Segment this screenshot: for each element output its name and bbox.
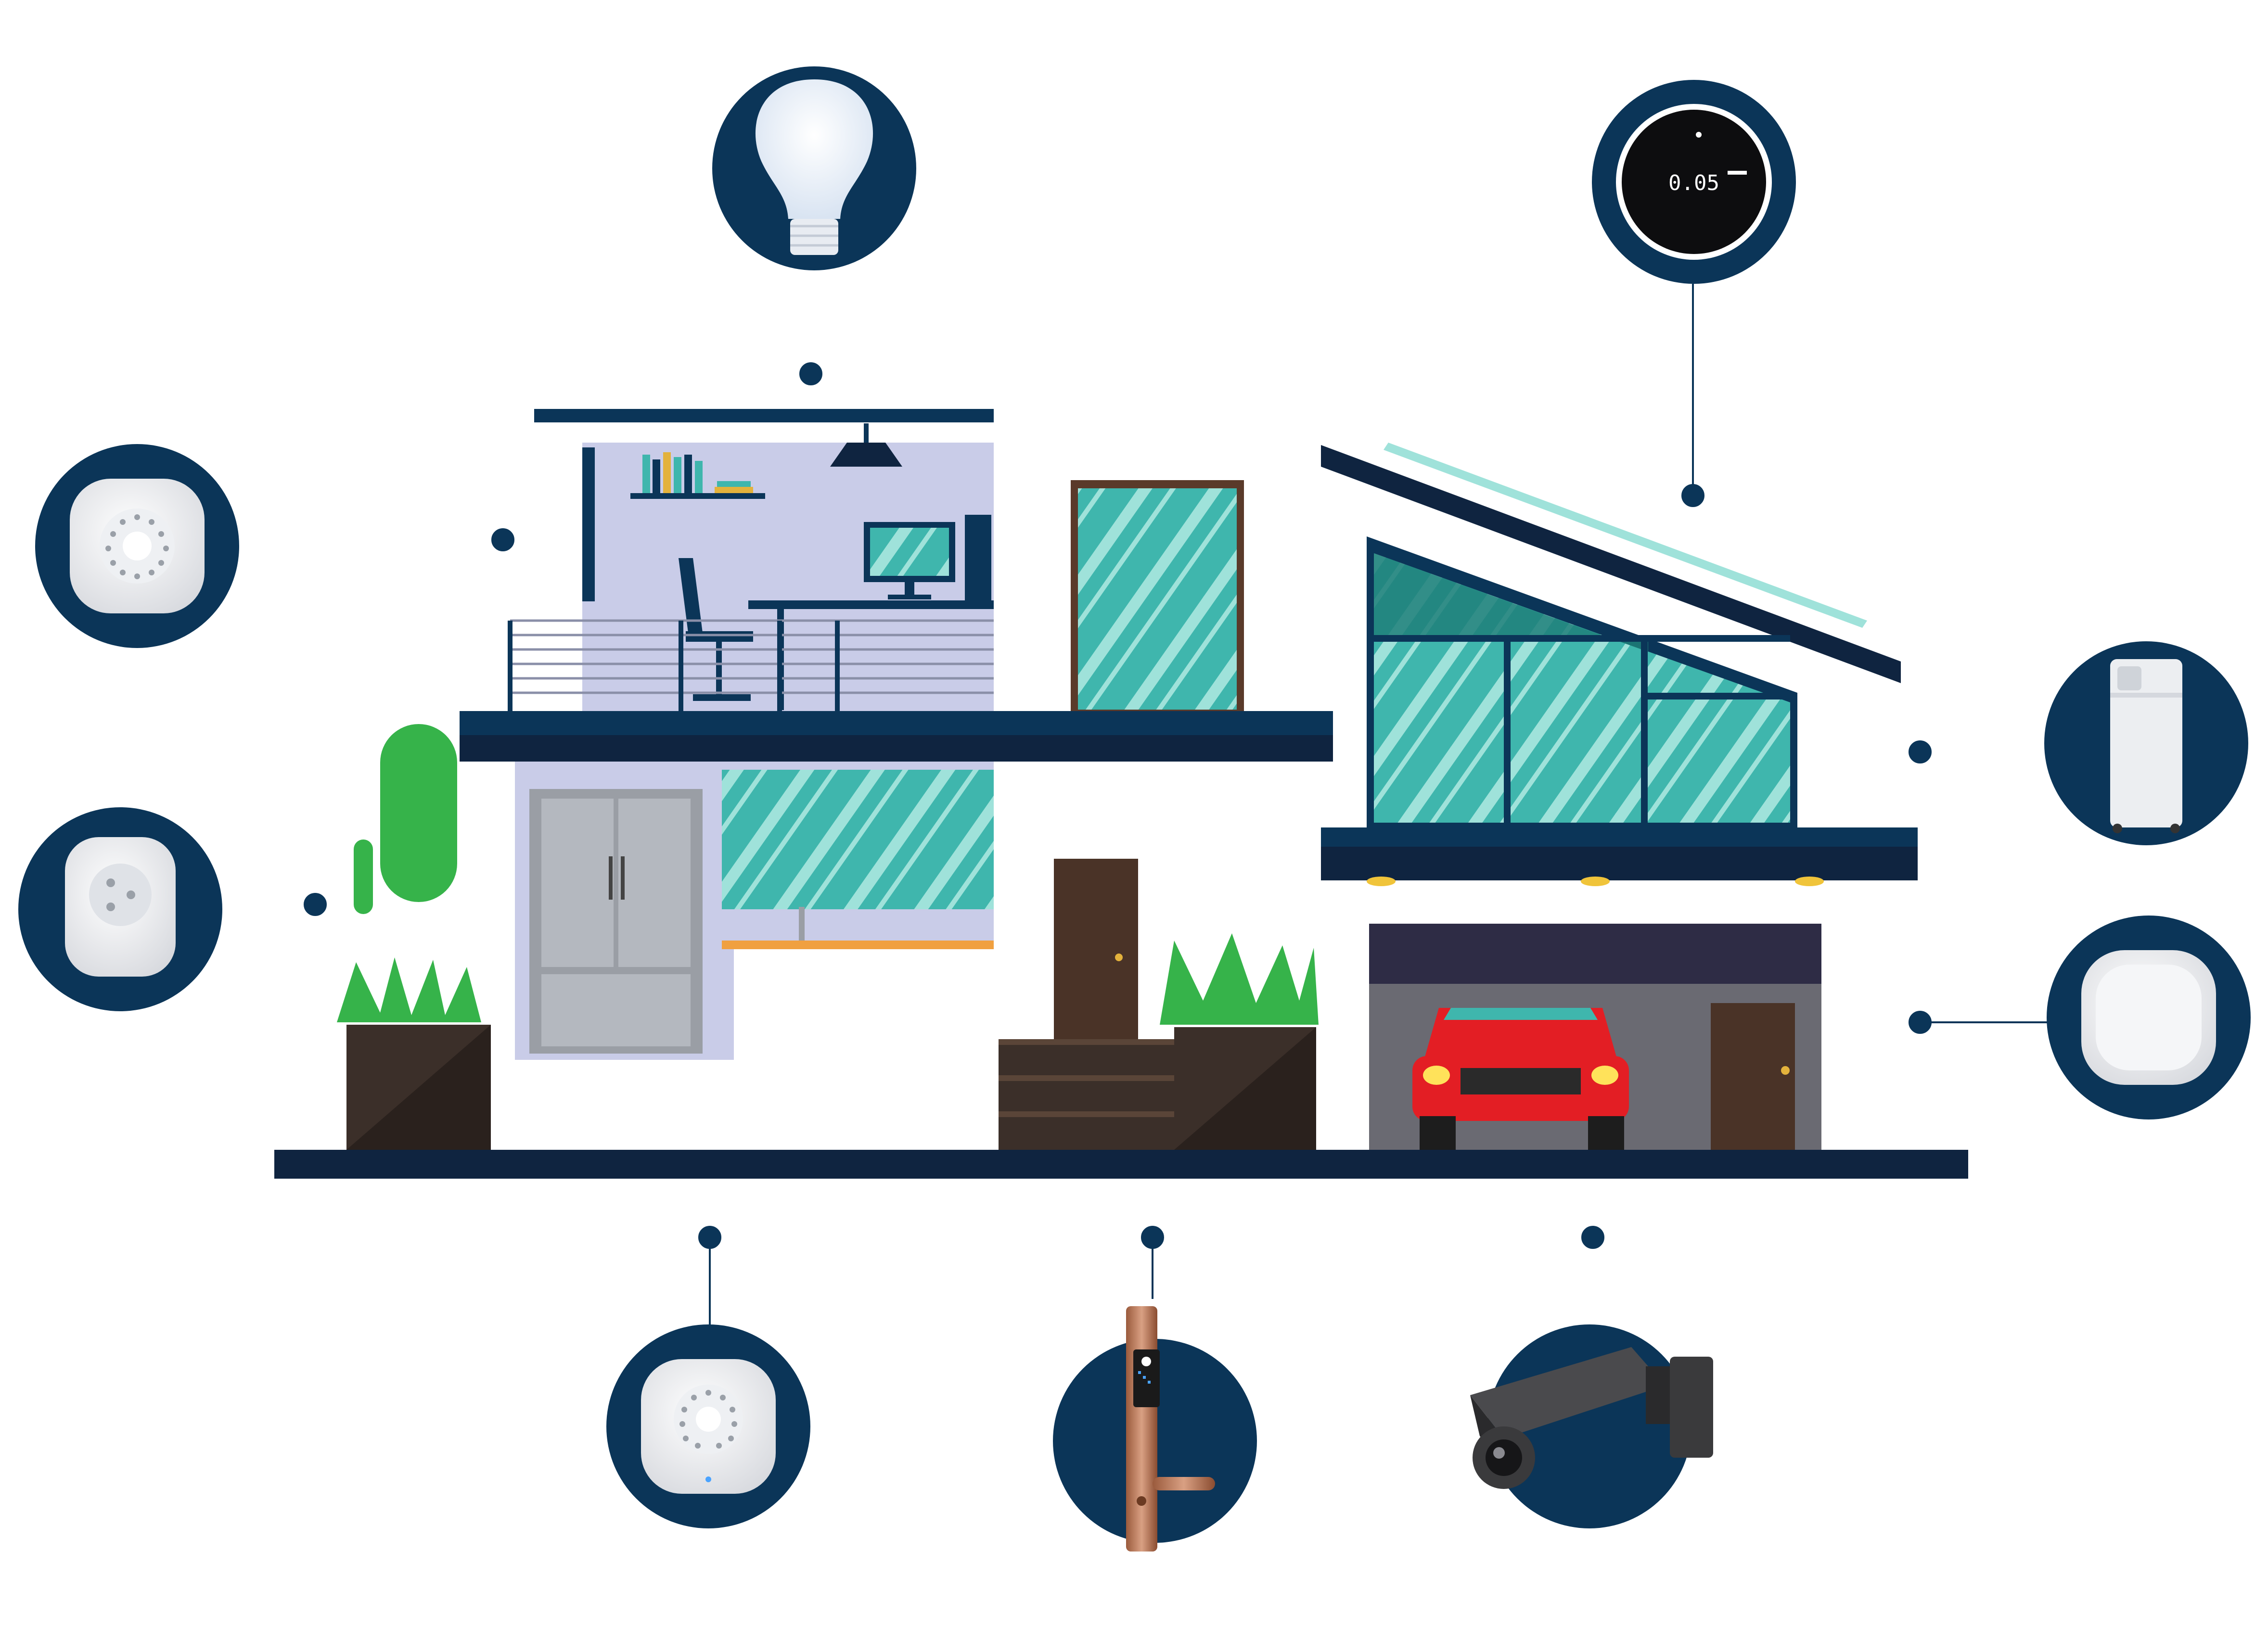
left-planter xyxy=(337,957,491,1150)
thermostat-display: 0.05 xyxy=(1668,171,1719,195)
smoke-detector-icon xyxy=(35,444,239,648)
thermostat-icon: 0.05 xyxy=(1592,80,1796,284)
glass-room xyxy=(1367,536,1797,830)
ground-line xyxy=(274,1150,1968,1179)
security-camera-icon xyxy=(1470,1324,1713,1528)
car xyxy=(1412,1008,1629,1150)
light-bulb-icon xyxy=(712,66,916,270)
kitchen-room xyxy=(515,762,994,1060)
entrance xyxy=(999,859,1174,1150)
cactus-plant xyxy=(354,724,457,914)
door-lock-icon xyxy=(1053,1306,1257,1552)
house-illustration xyxy=(274,409,1968,1179)
office-room xyxy=(508,409,994,712)
motion-sensor-icon xyxy=(2047,916,2251,1119)
smart-plug-icon xyxy=(18,807,222,1011)
connectors xyxy=(304,284,2050,1328)
right-planter xyxy=(1160,933,1319,1150)
solar-roof xyxy=(1321,443,1901,683)
air-purifier-icon xyxy=(2044,641,2248,845)
gas-sensor-icon xyxy=(606,1324,810,1528)
